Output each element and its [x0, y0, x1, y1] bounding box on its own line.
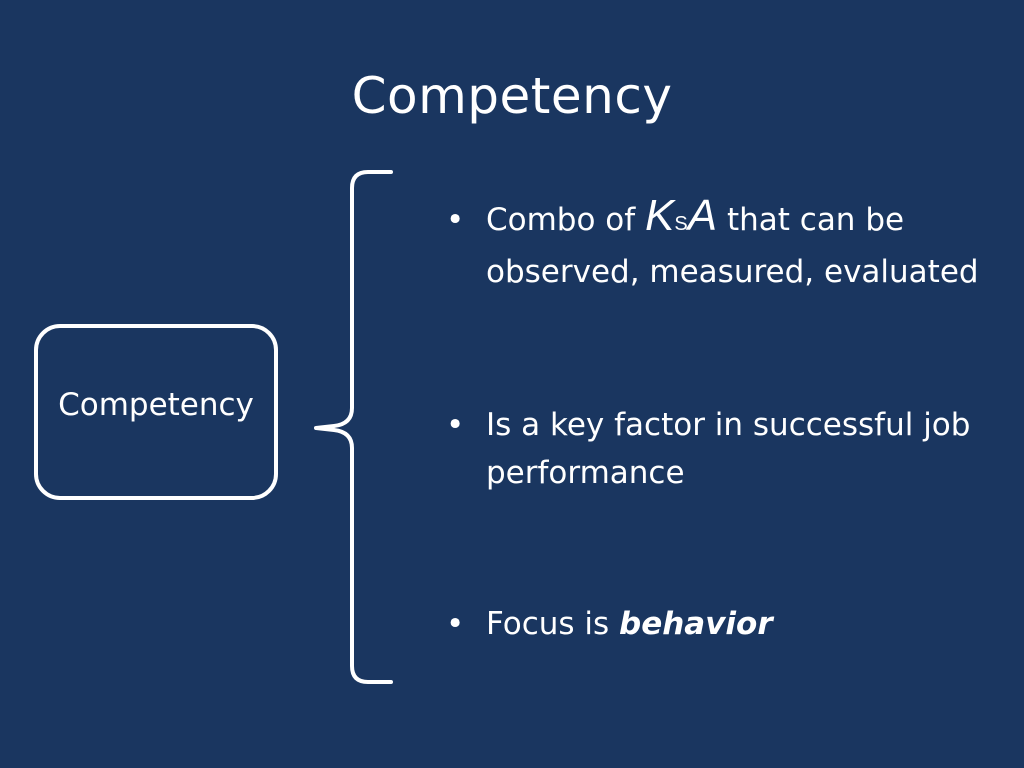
ksa-a: A: [687, 191, 718, 240]
bullet-prefix: Focus is: [486, 606, 620, 642]
concept-box: Competency: [34, 324, 278, 500]
ksa-k: K: [645, 191, 675, 240]
bullet-suffix: that can be observed, measured, evaluate…: [486, 202, 979, 290]
bullet-text: Focus is behavior: [446, 600, 1006, 648]
bullet-prefix: Combo of: [486, 202, 646, 238]
bullet-item-3: • Focus is behavior: [446, 600, 1006, 648]
bullet-item-2: • Is a key factor in successful job perf…: [446, 401, 1006, 497]
slide-title: Competency: [351, 67, 673, 125]
bullet-item-1: • Combo of KSA that can be observed, mea…: [446, 194, 1006, 296]
bullet-marker: •: [446, 606, 465, 642]
bullet-marker: •: [446, 407, 465, 443]
curly-brace: [314, 170, 393, 684]
bullet-text: Combo of KSA that can be observed, measu…: [446, 194, 1006, 296]
bullet-marker: •: [446, 202, 465, 238]
ksa-s: S: [674, 213, 688, 235]
bullet-emphasis: behavior: [619, 606, 773, 642]
bullet-text: Is a key factor in successful job perfor…: [486, 407, 971, 491]
curly-brace-path: [314, 170, 393, 684]
concept-label: Competency: [58, 387, 254, 423]
